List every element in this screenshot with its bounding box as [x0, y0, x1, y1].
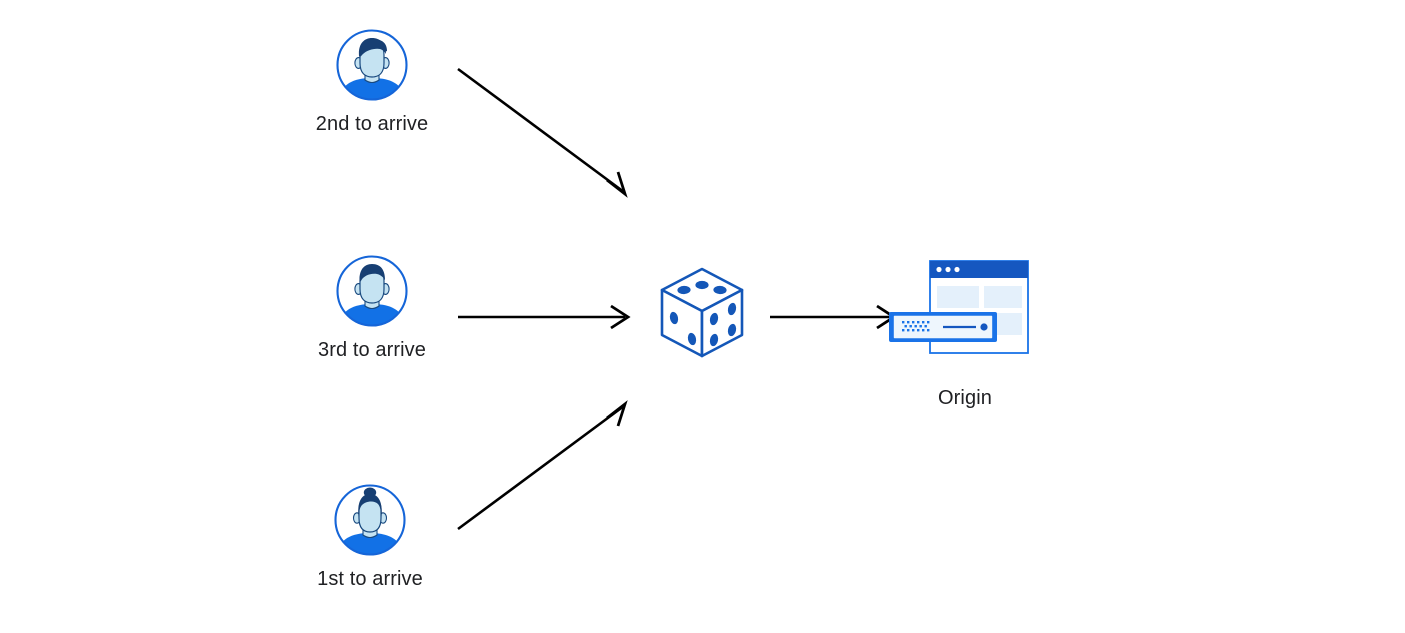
avatar — [290, 483, 450, 557]
user-avatar-icon — [336, 255, 408, 327]
arrow-dice-to-origin — [770, 304, 897, 330]
arrow-3rd-to-dice — [458, 304, 631, 330]
avatar — [292, 28, 452, 102]
arrow-1st-to-dice — [457, 400, 628, 531]
node-label-origin: Origin — [938, 387, 992, 409]
node-label-visitor-1st: 1st to arrive — [317, 568, 423, 590]
dice-icon — [660, 267, 744, 358]
node-label-visitor-3rd: 3rd to arrive — [317, 339, 426, 361]
avatar — [292, 254, 452, 328]
arrow-2nd-to-dice — [457, 67, 628, 198]
node-randomizer[interactable] — [655, 263, 765, 368]
node-origin[interactable]: Origin — [880, 255, 1050, 410]
node-visitor-2nd[interactable]: 2nd to arrive — [292, 28, 452, 136]
server-device-icon — [889, 312, 997, 342]
node-label-visitor-2nd: 2nd to arrive — [315, 113, 429, 135]
origin-server-icon — [889, 260, 1029, 354]
node-visitor-3rd[interactable]: 3rd to arrive — [292, 254, 452, 362]
node-visitor-1st[interactable]: 1st to arrive — [290, 483, 450, 591]
user-avatar-icon — [334, 484, 406, 556]
user-avatar-icon — [336, 29, 408, 101]
